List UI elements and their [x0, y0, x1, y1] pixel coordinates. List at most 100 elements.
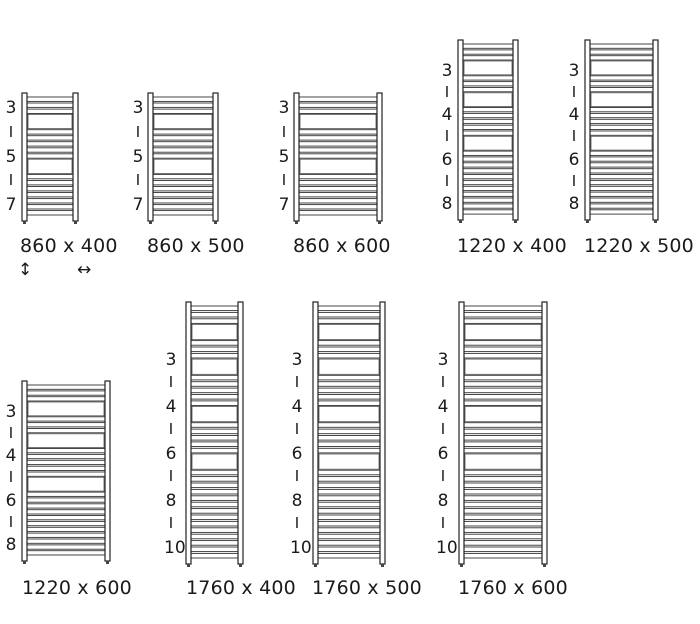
radiator-bar — [298, 186, 378, 192]
section-count-label: 10 — [164, 538, 186, 558]
radiator-bar — [190, 435, 239, 441]
radiator-bar — [462, 124, 514, 130]
radiator-size-label: 1220 x 500 — [584, 235, 694, 257]
radiator-gap — [590, 135, 653, 151]
radiator-bar — [190, 508, 239, 514]
section-count-label: 10 — [436, 538, 458, 558]
radiator-bar — [298, 180, 378, 186]
radiator-bar — [152, 102, 214, 108]
radiator-bar — [298, 147, 378, 153]
radiator-gap — [191, 453, 238, 470]
radiator-gap — [318, 406, 380, 423]
radiator-bar — [190, 447, 239, 454]
radiator-valve — [460, 564, 463, 567]
section-count-label: I — [281, 122, 287, 141]
radiator-bar — [462, 191, 514, 197]
radiator-valve — [314, 564, 317, 567]
radiator-bar — [152, 147, 214, 153]
section-count-label: 3 — [5, 98, 17, 119]
radiator-gap — [318, 358, 380, 375]
radiator-bar — [462, 87, 514, 93]
radiator-valve — [378, 221, 381, 224]
radiator-bar — [589, 209, 654, 215]
radiator-bar — [26, 129, 74, 135]
radiator-bar — [190, 400, 239, 406]
section-count-label: I — [8, 122, 14, 141]
radiator-gap — [590, 60, 653, 76]
radiator-bar — [463, 552, 543, 559]
section-count-label: I — [135, 170, 141, 189]
radiator-bar — [26, 396, 106, 402]
section-count-label: 8 — [568, 194, 580, 214]
radiator-valve — [74, 221, 77, 224]
section-count-label: 8 — [165, 490, 177, 511]
radiator-bar — [317, 508, 381, 514]
radiator-bar — [190, 374, 239, 381]
width-arrow-icon: ↔ — [77, 260, 92, 280]
radiator-bar — [26, 180, 74, 186]
radiator-bar — [152, 135, 214, 141]
radiator-bar — [462, 203, 514, 209]
section-count-label: 6 — [568, 149, 580, 170]
radiator-size-label: 860 x 600 — [293, 235, 391, 257]
radiator-bar — [463, 546, 543, 553]
radiator-bar — [317, 400, 381, 406]
radiator-bar — [589, 174, 654, 180]
radiator-bar — [589, 43, 654, 49]
radiator-bar — [317, 482, 381, 489]
radiator-rail — [541, 301, 548, 565]
radiator-gap — [590, 92, 653, 108]
radiator-gap — [318, 453, 380, 470]
radiator-gap — [464, 358, 542, 375]
radiator-bar — [152, 129, 214, 135]
radiator-bar — [298, 210, 378, 216]
radiator-gap — [463, 135, 513, 151]
radiator-bar — [589, 168, 654, 174]
radiator-bar — [152, 141, 214, 147]
radiator-bar — [26, 538, 106, 544]
radiator-bar — [463, 394, 543, 400]
radiator-bar — [190, 501, 239, 508]
radiator-bar — [298, 192, 378, 198]
radiator-size-label: 1760 x 500 — [312, 577, 422, 599]
radiator-rail — [237, 301, 244, 565]
radiator-bar — [589, 118, 654, 125]
radiator-bar — [26, 497, 106, 503]
radiator-gap — [27, 401, 105, 417]
radiator-bar — [317, 340, 381, 346]
radiator-bar — [589, 156, 654, 162]
radiator-bar — [463, 400, 543, 406]
section-count-label: I — [440, 373, 446, 392]
radiator-valve — [381, 564, 384, 567]
radiator-gap — [464, 406, 542, 423]
radiator-bar — [463, 540, 543, 546]
radiator-bar — [462, 43, 514, 49]
radiator-bar — [462, 81, 514, 87]
section-count-label: I — [440, 514, 446, 533]
radiator-valve — [586, 220, 589, 223]
radiator-bar — [462, 112, 514, 119]
radiator-bar — [463, 533, 543, 540]
radiator-bar — [26, 459, 106, 466]
radiator-bar — [463, 488, 543, 495]
radiator-bar — [26, 210, 74, 216]
height-arrow-icon: ↕ — [18, 260, 33, 280]
radiator-bar — [190, 488, 239, 495]
radiator-bar — [190, 546, 239, 553]
radiator-bar — [190, 387, 239, 394]
section-count-label: 5 — [5, 146, 17, 167]
radiator-valve — [654, 220, 657, 223]
radiator-bar — [463, 482, 543, 489]
radiator-bar — [26, 390, 106, 396]
radiator-bar — [190, 352, 239, 359]
radiator-bar — [152, 192, 214, 198]
radiator-gap — [191, 358, 238, 375]
section-count-label: 6 — [165, 443, 177, 464]
section-count-label: I — [8, 423, 14, 442]
radiator-bar — [26, 503, 106, 509]
section-count-label: 3 — [278, 98, 290, 119]
section-count-label: 4 — [441, 105, 453, 126]
section-count-label: I — [8, 468, 14, 487]
radiator-bar — [190, 318, 239, 324]
